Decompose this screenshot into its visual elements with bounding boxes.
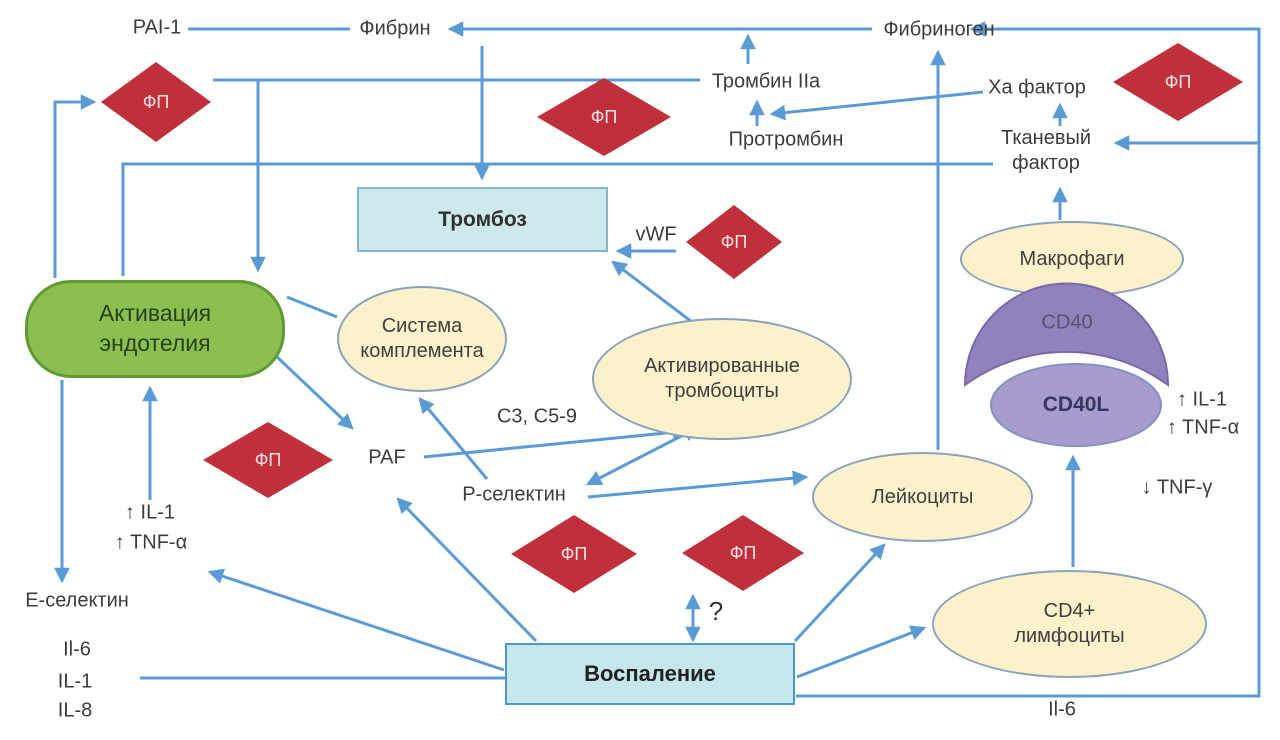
edge-inflammation-eselectin <box>207 568 505 672</box>
activated-platelets-ellipse: Активированные тромбоциты <box>592 318 852 440</box>
edge-endothelium-tissuefactor <box>121 162 993 276</box>
edge-endothelium-fp <box>53 94 97 278</box>
edge-platelets-thrombosis <box>611 260 693 324</box>
inflammation-box: Воспаление <box>505 643 795 705</box>
c3-c59-label: C3, C5-9 <box>496 405 578 428</box>
il8-left-label: IL-8 <box>57 699 93 722</box>
fibrinogen-label: Фибриноген <box>883 18 995 41</box>
p-selectin-label: Р-селектин <box>462 483 566 506</box>
tissue-factor-label: Тканевый фактор <box>1001 127 1091 174</box>
edge-inflammation-leukocytes <box>793 543 886 643</box>
edge-endothelium-complement <box>286 295 338 319</box>
fibrin-label: Фибрин <box>359 17 431 40</box>
edge-inflammation-paf <box>396 497 538 643</box>
edge-platelets-pselectin <box>585 426 700 486</box>
vwf-label: vWF <box>635 223 677 246</box>
paf-label: PAF <box>368 446 406 469</box>
cd40l-ellipse: CD40L <box>990 363 1162 447</box>
edge-xa-thrombin <box>769 90 984 121</box>
pai1-label: PAI-1 <box>132 16 182 39</box>
edge-pselectin-complement <box>418 397 489 480</box>
xa-factor-label: Ха фактор <box>988 76 1086 99</box>
leukocytes-ellipse: Лейкоциты <box>812 452 1033 542</box>
edge-inflammation-loop <box>796 21 1261 698</box>
edge-inflammation-cd4 <box>796 625 927 679</box>
prothrombin-label: Протромбин <box>728 128 844 151</box>
il1-up-left-label: ↑ IL-1 <box>124 501 176 524</box>
il1-up-right-label: ↑ IL-1 <box>1176 388 1228 411</box>
edge-pselectin-leukocytes <box>587 470 809 499</box>
tnfg-down-label: ↓ TNF-γ <box>1141 476 1213 499</box>
il1-left-label: IL-1 <box>57 670 93 693</box>
il6-bottom-label: Il-6 <box>1048 698 1076 721</box>
thrombosis-box: Тромбоз <box>357 187 608 252</box>
endothelial-activation-box: Активация эндотелия <box>25 280 285 378</box>
question-label: ? <box>708 595 724 626</box>
complement-system-ellipse: Система комплемента <box>337 286 507 392</box>
tnfa-up-right-label: ↑ TNF-α <box>1166 416 1240 439</box>
tnfa-up-left-label: ↑ TNF-α <box>114 531 188 554</box>
cd4-lymphocytes-ellipse: CD4+ лимфоциты <box>932 570 1207 678</box>
thrombin-label: Тромбин IIa <box>711 70 821 93</box>
cd40-label: CD40 <box>1041 311 1093 334</box>
edge-endothelium-paf <box>274 354 354 430</box>
e-selectin-label: Е-селектин <box>25 589 129 612</box>
il6-left-label: Il-6 <box>63 638 91 661</box>
